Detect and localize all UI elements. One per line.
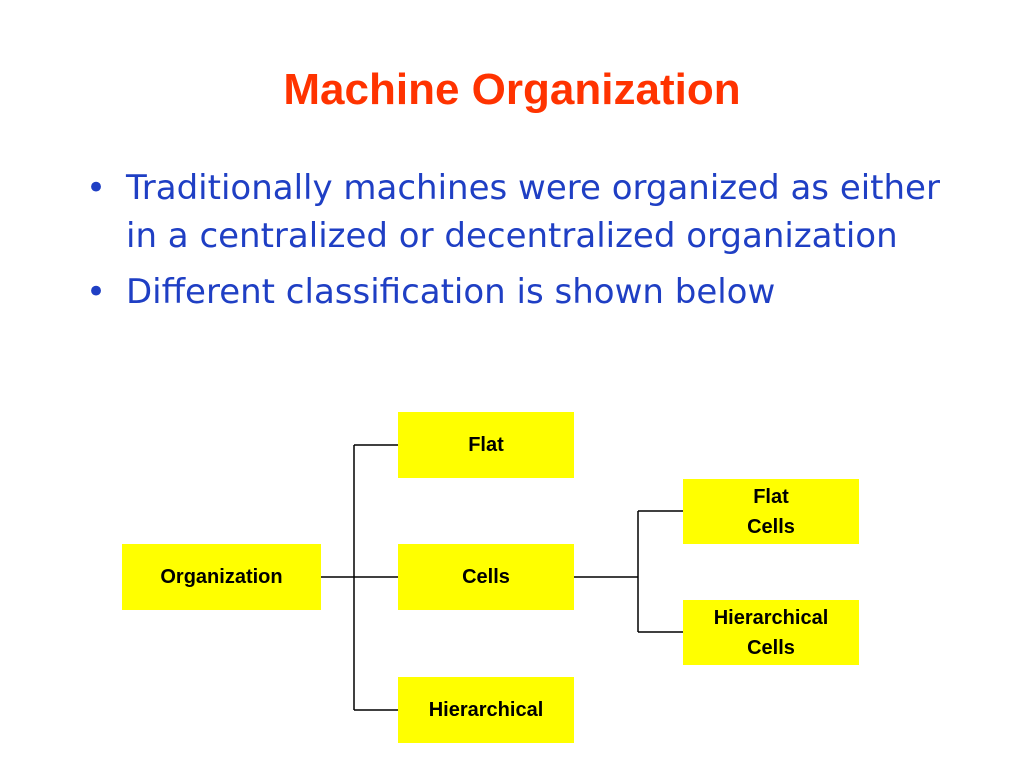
node-flat: Flat bbox=[398, 412, 574, 478]
bullet-list: • Traditionally machines were organized … bbox=[86, 164, 946, 324]
node-cells: Cells bbox=[398, 544, 574, 610]
node-hierarchical: Hierarchical bbox=[398, 677, 574, 743]
bullet-item: • Different classification is shown belo… bbox=[86, 268, 946, 316]
node-hierarchical-cells: Hierarchical Cells bbox=[683, 600, 859, 665]
bullet-item: • Traditionally machines were organized … bbox=[86, 164, 946, 260]
bullet-icon: • bbox=[86, 272, 107, 312]
node-flat-cells: Flat Cells bbox=[683, 479, 859, 544]
node-organization: Organization bbox=[122, 544, 321, 610]
bullet-icon: • bbox=[86, 168, 107, 208]
bullet-text: Different classification is shown below bbox=[126, 272, 776, 312]
slide-title: Machine Organization bbox=[283, 65, 741, 114]
bullet-text: Traditionally machines were organized as… bbox=[126, 168, 940, 256]
